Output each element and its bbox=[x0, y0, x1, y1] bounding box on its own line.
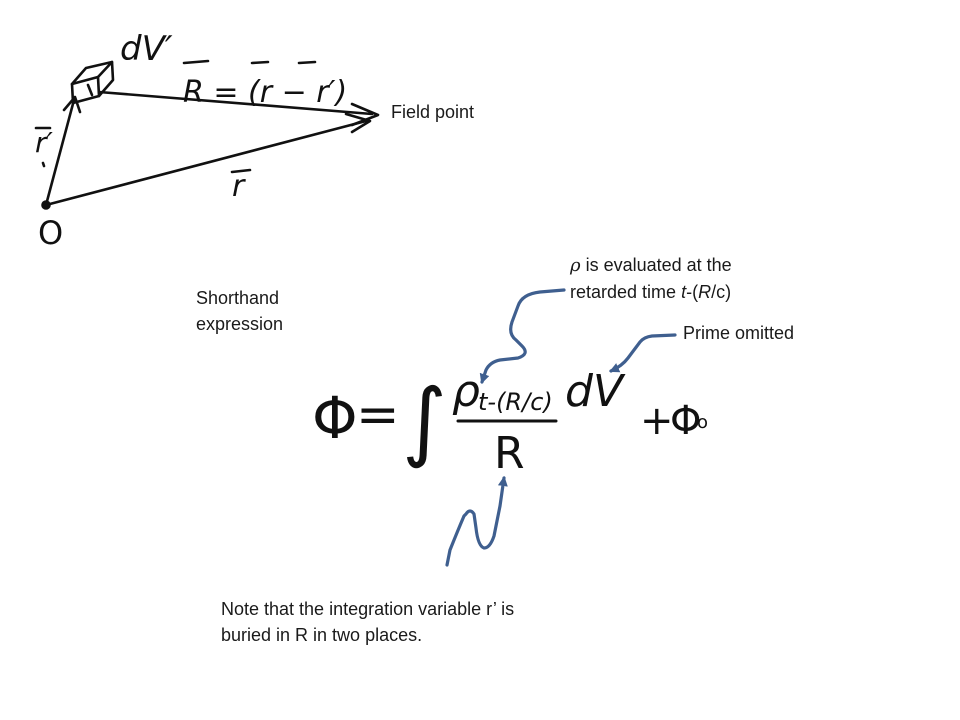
shorthand-line-2: expression bbox=[196, 314, 284, 334]
denominator-R: R bbox=[494, 428, 525, 479]
rho-subscript: t-(R/c) bbox=[478, 388, 553, 416]
vector-R-label: R = (r − r′) bbox=[183, 75, 347, 110]
rho-note-text-2c: /c) bbox=[711, 282, 732, 302]
integral-sign: ∫ bbox=[402, 371, 447, 471]
shorthand-expression-label: Shorthand expression bbox=[196, 285, 283, 337]
vector-rprime-arrowhead bbox=[62, 95, 82, 114]
volume-element-box bbox=[70, 60, 115, 105]
volume-label: dV′ bbox=[120, 29, 173, 69]
vector-r-label: r bbox=[232, 169, 246, 204]
phi-symbol: Φ bbox=[312, 384, 358, 452]
dV-symbol: dV bbox=[565, 366, 626, 417]
annotation-arrows bbox=[445, 288, 677, 567]
phi0-symbol: Φ bbox=[670, 398, 701, 444]
vector-R-line bbox=[97, 90, 374, 116]
origin-label: O bbox=[38, 214, 63, 252]
rho-retarded-time-note: ρ is evaluated at the retarded time t-(R… bbox=[570, 252, 732, 305]
rho-note-symbol: ρ bbox=[570, 255, 581, 276]
vector-rprime-label: r′ bbox=[35, 126, 54, 159]
phi0-subscript: o bbox=[697, 412, 708, 433]
vector-r-arrowhead bbox=[344, 112, 372, 134]
vector-diagram bbox=[34, 59, 380, 210]
rho-note-R: R bbox=[698, 282, 712, 302]
integration-variable-note: Note that the integration variable r’ is… bbox=[221, 596, 514, 648]
rho-note-t: t bbox=[681, 282, 687, 302]
field-point-label: Field point bbox=[391, 102, 475, 122]
vector-r-line bbox=[44, 119, 368, 207]
rho-annotation-arrow bbox=[479, 288, 566, 384]
note-annotation-arrow bbox=[445, 476, 508, 567]
rho-note-text-2b: -( bbox=[686, 282, 699, 302]
rho-numerator: ρ bbox=[452, 366, 480, 417]
prime-omitted-note: Prime omitted bbox=[683, 323, 795, 343]
prime-annotation-arrow bbox=[609, 333, 677, 373]
shorthand-line-1: Shorthand bbox=[196, 288, 280, 308]
rho-note-text-1: is evaluated at the bbox=[580, 255, 732, 275]
rho-note-text-2a: retarded time bbox=[570, 282, 682, 302]
note-line-1: Note that the integration variable r’ is bbox=[221, 599, 515, 619]
vector-rprime-line bbox=[44, 98, 76, 207]
plus-sign: + bbox=[640, 398, 674, 444]
note-line-2: buried in R in two places. bbox=[221, 625, 423, 645]
origin-dot bbox=[41, 200, 51, 210]
equals-sign: = bbox=[356, 385, 400, 445]
potential-equation: Φ = ∫ ρ t-(R/c) dV R + Φ o bbox=[312, 366, 708, 479]
